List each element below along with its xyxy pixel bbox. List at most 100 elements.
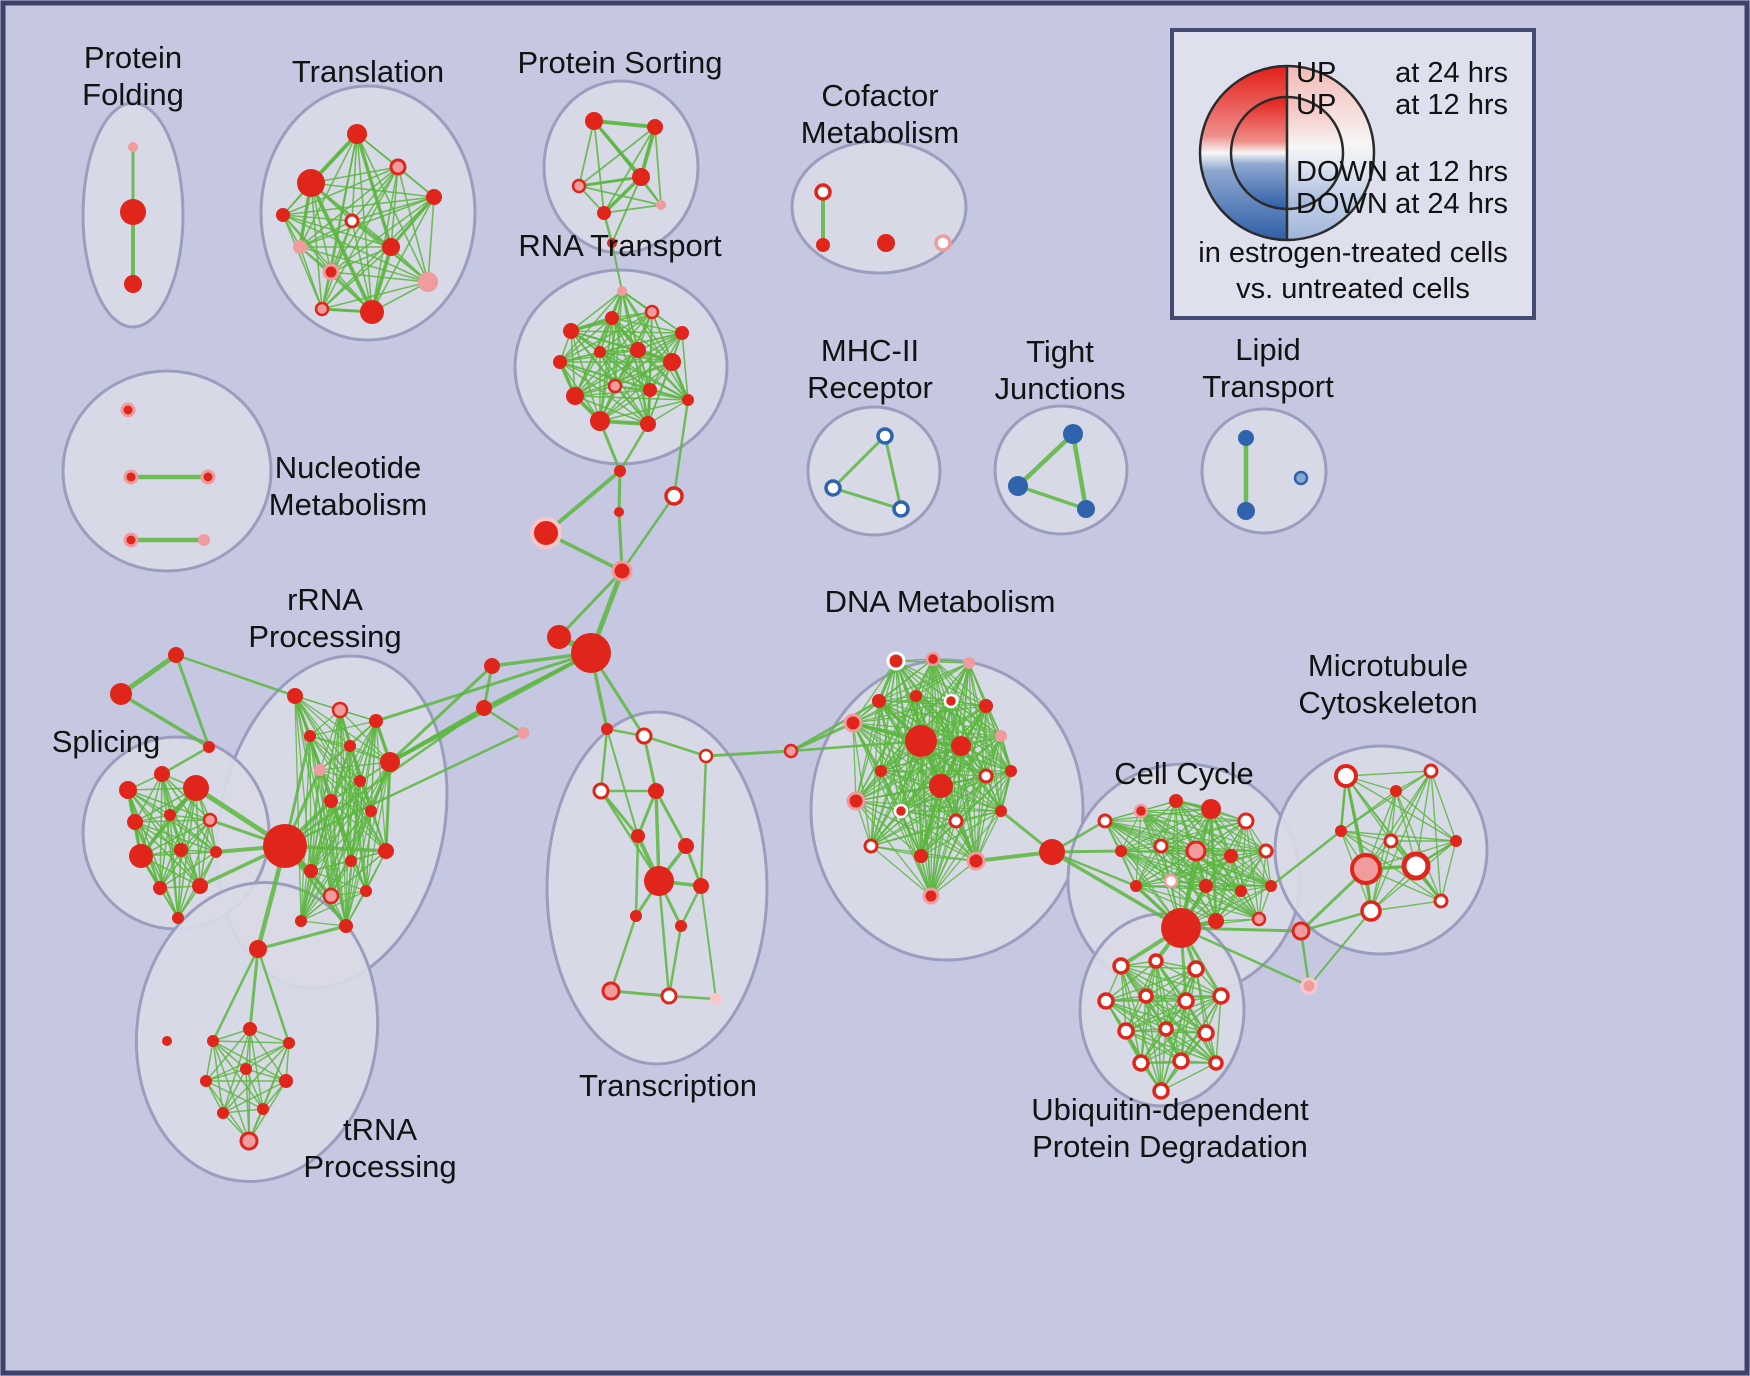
cluster-cofactor-metabolism: [790, 139, 968, 275]
gene-node: [164, 809, 176, 821]
edge: [603, 204, 662, 214]
cluster-label-cofactor-metabolism: Cofactor: [821, 78, 938, 113]
edge: [657, 879, 671, 998]
gene-node: [314, 764, 326, 776]
edge: [1160, 800, 1177, 847]
edge: [427, 196, 435, 283]
edge: [930, 860, 977, 897]
edge: [256, 924, 348, 951]
gene-node: [1450, 835, 1462, 847]
gene-node: [647, 119, 663, 135]
gene-node: [644, 304, 660, 320]
gene-node: [594, 346, 606, 358]
gene-node: [824, 479, 842, 497]
gene-node: [200, 1075, 212, 1087]
edge: [1135, 850, 1267, 887]
gene-node: [601, 723, 613, 735]
edge: [870, 810, 1002, 847]
edge: [599, 789, 661, 883]
edge: [930, 770, 1012, 897]
edge: [388, 664, 494, 764]
gene-node: [1112, 957, 1130, 975]
edge: [574, 395, 689, 401]
edge: [870, 770, 1012, 847]
edge: [831, 434, 887, 490]
gene-node: [1201, 799, 1221, 819]
edge: [159, 851, 217, 889]
edge: [855, 800, 932, 897]
gene-node: [1161, 908, 1201, 948]
legend-direction-0: UP: [1296, 57, 1336, 89]
gene-node: [675, 326, 689, 340]
edge: [570, 330, 576, 397]
edge: [577, 175, 643, 188]
cluster-nucleotide-metabolism: [61, 369, 273, 573]
edge: [975, 770, 1012, 862]
edge: [222, 1108, 264, 1114]
edge: [1125, 1000, 1187, 1032]
edge: [611, 176, 642, 244]
cluster-label-splicing: Splicing: [52, 724, 161, 759]
gene-node: [893, 803, 909, 819]
edge: [1165, 1028, 1217, 1064]
gene-node: [660, 987, 678, 1005]
edge: [1145, 995, 1162, 1092]
gene-node: [656, 200, 666, 210]
cluster-label-rrna-processing: rRNA: [287, 582, 363, 617]
gene-node: [1238, 430, 1254, 446]
gene-node: [1300, 977, 1318, 995]
gene-node: [644, 866, 674, 896]
legend-time-1: at 12 hrs: [1395, 89, 1508, 121]
gene-node: [123, 532, 139, 548]
gene-node: [192, 878, 208, 894]
edge: [1179, 926, 1303, 933]
edge: [319, 761, 391, 771]
edge: [330, 800, 387, 852]
edge: [617, 469, 622, 514]
edge: [1299, 909, 1373, 933]
gene-node: [1133, 803, 1149, 819]
gene-node: [876, 427, 894, 445]
edge: [700, 885, 717, 1000]
gene-node: [249, 940, 267, 958]
gene-node: [283, 1037, 295, 1049]
gene-node: [1130, 880, 1142, 892]
gene-node: [365, 805, 377, 817]
gene-node: [922, 887, 940, 905]
gene-node: [1251, 911, 1267, 927]
edge: [169, 814, 217, 853]
edge: [330, 166, 399, 273]
gene-node: [948, 813, 964, 829]
cluster-label-trna-processing: Processing: [303, 1149, 456, 1184]
gene-node: [1138, 988, 1154, 1004]
gene-node: [279, 1074, 293, 1088]
edge: [282, 214, 392, 248]
edge: [599, 311, 653, 353]
edge: [855, 735, 1002, 802]
edge: [592, 119, 643, 179]
edge: [574, 361, 673, 397]
gene-node: [886, 651, 906, 671]
edge: [294, 695, 302, 922]
edge: [609, 914, 638, 993]
gene-node: [322, 887, 340, 905]
edge: [1430, 770, 1442, 902]
edge: [704, 749, 793, 758]
legend-direction-3: DOWN: [1296, 188, 1388, 220]
edge: [654, 789, 661, 883]
gene-node: [1293, 470, 1309, 486]
gene-node: [217, 1107, 229, 1119]
edge: [920, 810, 1002, 857]
edge: [1120, 850, 1137, 887]
edge: [1210, 808, 1272, 887]
edge: [299, 196, 435, 248]
edge: [205, 1042, 290, 1082]
edge: [300, 761, 391, 922]
cluster-label-dna-metabolism: DNA Metabolism: [825, 584, 1056, 619]
legend-caption-line-1: in estrogen-treated cells: [1198, 237, 1508, 269]
edge: [319, 709, 341, 771]
gene-node: [240, 1063, 252, 1075]
edge: [1179, 926, 1311, 988]
edge: [319, 769, 361, 782]
